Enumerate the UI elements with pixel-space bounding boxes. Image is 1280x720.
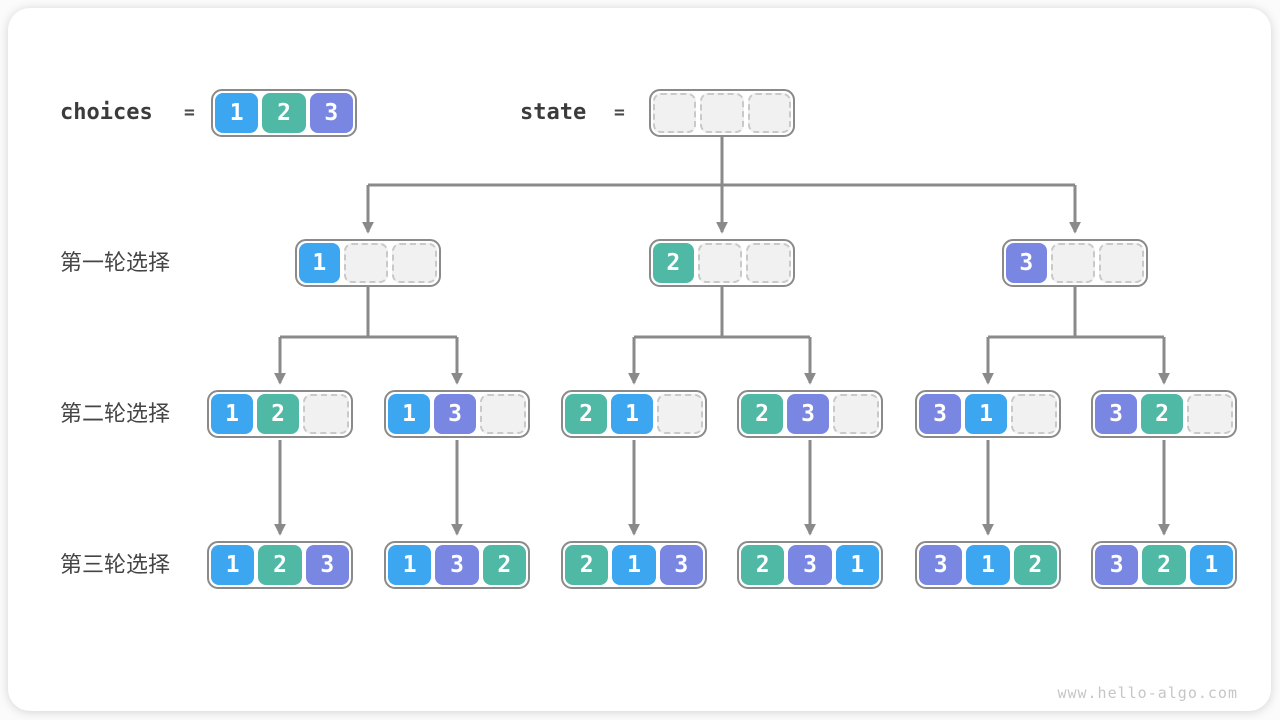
array-cell: 2 (653, 243, 694, 283)
array-cell: 2 (258, 545, 302, 585)
array-cell (700, 93, 744, 133)
array-cell (747, 93, 791, 133)
tree-node: 3 2 1 (1091, 541, 1237, 589)
array-cell: 3 (435, 545, 479, 585)
tree-node: 3 2 (1091, 390, 1237, 438)
tree-node: 1 2 3 (207, 541, 353, 589)
array-cell: 1 (612, 545, 656, 585)
array-cell: 2 (565, 545, 609, 585)
array-cell: 1 (965, 394, 1007, 434)
choices-label: choices (60, 100, 153, 125)
diagram-canvas (8, 8, 1271, 711)
array-cell: 1 (835, 545, 879, 585)
array-cell: 1 (215, 93, 259, 133)
tree-node: 1 3 (384, 390, 530, 438)
array-cell (746, 243, 792, 283)
choices-array: 1 2 3 (211, 89, 357, 137)
array-cell: 3 (309, 93, 353, 133)
array-cell: 2 (257, 394, 299, 434)
array-cell: 2 (262, 93, 306, 133)
array-cell (480, 394, 526, 434)
tree-node: 1 2 (207, 390, 353, 438)
array-cell: 1 (1189, 545, 1233, 585)
array-cell: 2 (565, 394, 607, 434)
tree-node: 2 (649, 239, 795, 287)
state-equals-sign: = (614, 102, 625, 123)
array-cell: 2 (482, 545, 526, 585)
tree-node: 1 (295, 239, 441, 287)
state-label: state (520, 100, 587, 125)
array-cell: 3 (919, 545, 963, 585)
round-3-label: 第三轮选择 (60, 552, 171, 577)
array-cell: 3 (788, 545, 832, 585)
array-cell (343, 243, 389, 283)
tree-node: 2 1 (561, 390, 707, 438)
array-cell: 1 (211, 545, 255, 585)
array-cell: 3 (434, 394, 476, 434)
array-cell: 3 (919, 394, 961, 434)
array-cell: 1 (211, 394, 253, 434)
array-cell (697, 243, 743, 283)
tree-node: 3 (1002, 239, 1148, 287)
array-cell: 1 (611, 394, 653, 434)
array-cell: 3 (1095, 545, 1139, 585)
array-cell: 2 (1141, 394, 1183, 434)
array-cell: 2 (1142, 545, 1186, 585)
array-cell (1187, 394, 1233, 434)
tree-node: 2 3 (737, 390, 883, 438)
array-cell: 3 (659, 545, 703, 585)
round-1-label: 第一轮选择 (60, 250, 171, 275)
array-cell (653, 93, 697, 133)
array-cell (657, 394, 703, 434)
watermark: www.hello-algo.com (1057, 684, 1238, 702)
array-cell: 2 (741, 545, 785, 585)
tree-node: 3 1 (915, 390, 1061, 438)
array-cell (1099, 243, 1145, 283)
array-cell: 1 (388, 545, 432, 585)
array-cell: 1 (966, 545, 1010, 585)
array-cell (1050, 243, 1096, 283)
state-array (649, 89, 795, 137)
choices-equals-sign: = (184, 102, 195, 123)
array-cell: 3 (305, 545, 349, 585)
array-cell: 1 (299, 243, 340, 283)
array-cell (392, 243, 438, 283)
tree-node: 1 3 2 (384, 541, 530, 589)
tree-node: 2 3 1 (737, 541, 883, 589)
round-2-label: 第二轮选择 (60, 401, 171, 426)
array-cell (1011, 394, 1057, 434)
array-cell (833, 394, 879, 434)
array-cell: 3 (1095, 394, 1137, 434)
array-cell: 2 (1013, 545, 1057, 585)
array-cell: 3 (787, 394, 829, 434)
array-cell: 3 (1006, 243, 1047, 283)
array-cell: 1 (388, 394, 430, 434)
array-cell: 2 (741, 394, 783, 434)
tree-node: 3 1 2 (915, 541, 1061, 589)
tree-node: 2 1 3 (561, 541, 707, 589)
array-cell (303, 394, 349, 434)
